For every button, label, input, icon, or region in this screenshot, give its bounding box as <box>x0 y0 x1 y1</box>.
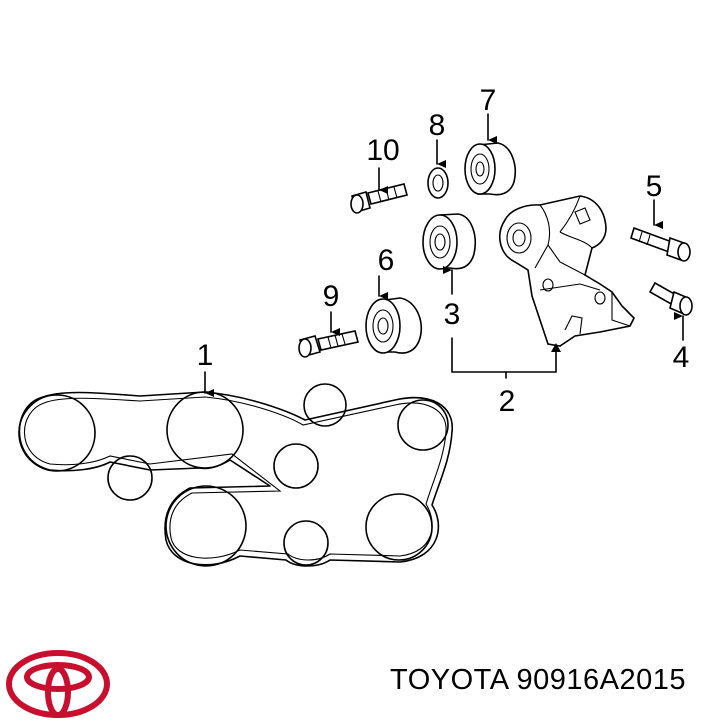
idler-pulley-part-6 <box>365 297 422 354</box>
pulley-lower-right <box>365 493 433 561</box>
bolt-part-5 <box>630 226 691 262</box>
bolt-part-9 <box>298 330 359 358</box>
callout-1: 1 <box>197 339 214 372</box>
pulley-top-idler <box>303 383 347 427</box>
bolt-part-10 <box>350 183 408 214</box>
idler-pulley-part-7 <box>464 142 516 196</box>
toyota-logo <box>6 650 110 718</box>
pulley-upper-middle <box>166 391 244 469</box>
part-number-caption: TOYOTA 90916A2015 <box>390 664 687 696</box>
pulley-right-upper <box>397 399 449 451</box>
pulley-middle-small <box>273 443 319 489</box>
washer-part-8 <box>427 167 449 199</box>
callout-5: 5 <box>646 170 663 203</box>
leader-lines <box>204 113 684 397</box>
callout-10: 10 <box>366 134 399 167</box>
callout-3: 3 <box>444 298 461 331</box>
callout-labels: 1 2 3 4 5 6 7 8 9 10 <box>197 84 690 418</box>
idler-pulley-part-3 <box>422 213 476 270</box>
belt-inner-line <box>23 396 447 561</box>
tensioner-bracket <box>499 195 635 347</box>
callout-9: 9 <box>323 280 340 313</box>
serpentine-belt-assembly <box>18 383 453 567</box>
bolt-part-4 <box>648 281 693 316</box>
pulley-bottom-small <box>283 520 329 566</box>
callout-7: 7 <box>480 84 497 117</box>
callout-8: 8 <box>429 109 446 142</box>
callout-6: 6 <box>378 244 395 277</box>
callout-2: 2 <box>499 385 516 418</box>
pulley-lower-large <box>165 485 247 567</box>
callout-4: 4 <box>673 341 690 374</box>
pulley-left-small <box>107 455 153 501</box>
belt-outline <box>18 391 453 567</box>
